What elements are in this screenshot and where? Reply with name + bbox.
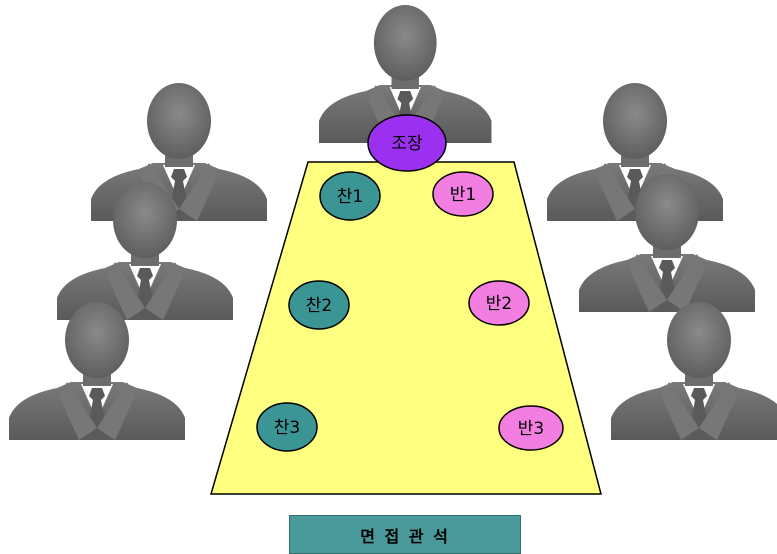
pro-seat-label: 찬1 bbox=[337, 187, 363, 207]
con-seat bbox=[468, 280, 530, 326]
con-seat bbox=[432, 171, 494, 217]
leader-seat bbox=[367, 114, 447, 172]
con-seat bbox=[498, 405, 564, 451]
interviewer-area-caption: 면 접 관 석 bbox=[289, 515, 521, 554]
con-seat-label: 반2 bbox=[486, 294, 512, 314]
pro-seat-label: 찬2 bbox=[306, 296, 332, 316]
pro-seat bbox=[256, 402, 318, 452]
con-seat-label: 반1 bbox=[450, 185, 476, 205]
interviewer-silhouette-icon bbox=[9, 302, 185, 440]
interviewer-silhouette-icon bbox=[91, 83, 267, 221]
leader-label: 조장 bbox=[391, 134, 423, 154]
pro-seat bbox=[319, 171, 381, 221]
pro-seat bbox=[288, 280, 350, 330]
pro-seat-label: 찬3 bbox=[274, 418, 300, 438]
con-seat-label: 반3 bbox=[518, 419, 544, 439]
interviewer-silhouette-icon bbox=[611, 302, 777, 440]
